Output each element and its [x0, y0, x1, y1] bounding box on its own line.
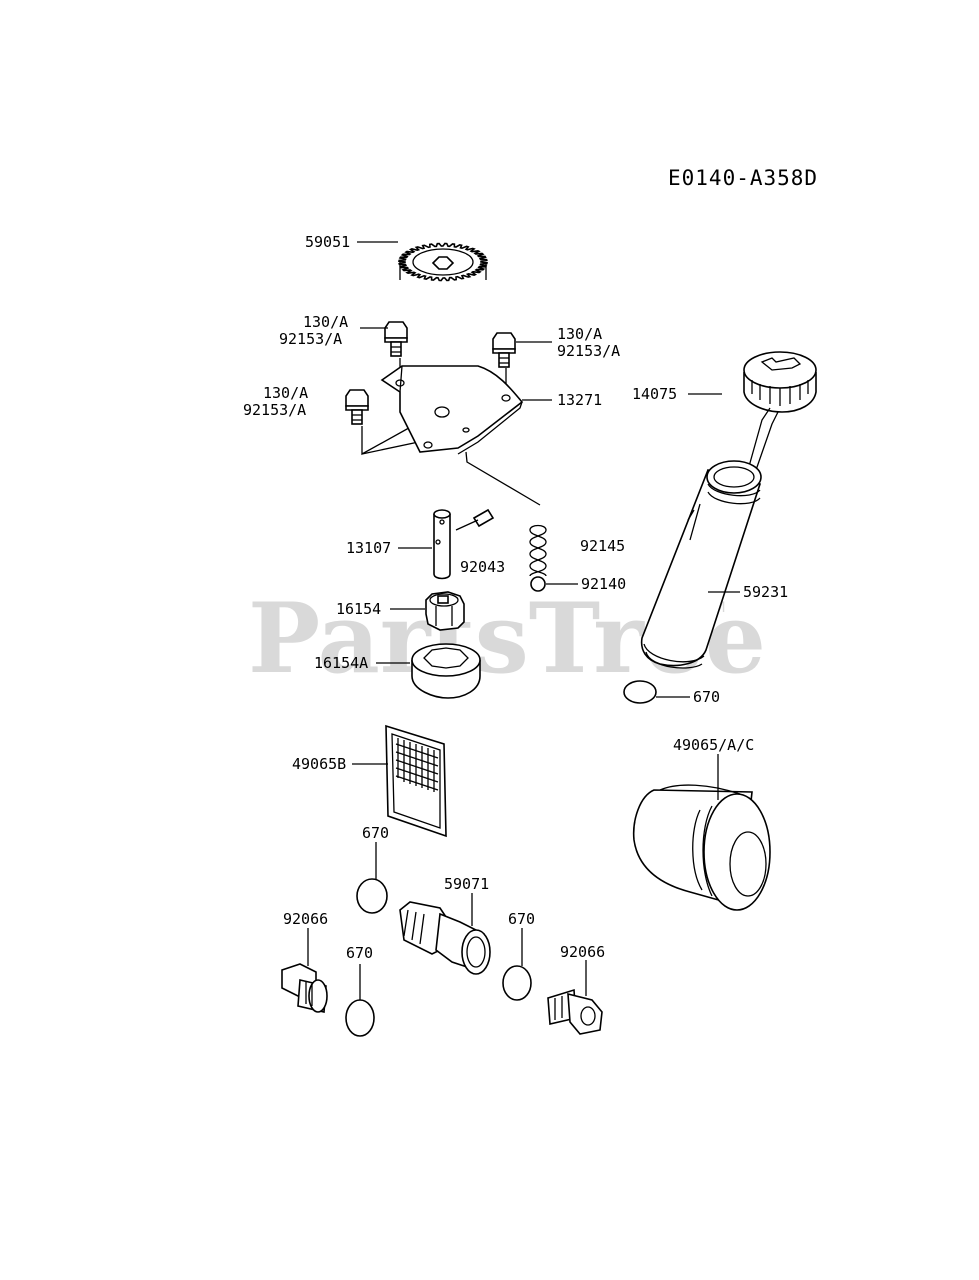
label-92153a-lower[interactable]: 92153/A: [243, 401, 306, 419]
shaft-13107-part[interactable]: [433, 509, 451, 580]
bolt-130a-right-part[interactable]: [492, 332, 516, 368]
rotor-16154-part[interactable]: [425, 591, 465, 631]
oring-670-upper-part[interactable]: [356, 878, 388, 914]
label-49065b[interactable]: 49065B: [292, 755, 346, 773]
label-92153a-left[interactable]: 92153/A: [279, 330, 342, 348]
oring-670-lower-left-part[interactable]: [345, 999, 375, 1037]
label-130a-left[interactable]: 130/A: [303, 313, 348, 331]
oil-filter-49065ac-part[interactable]: [632, 784, 771, 911]
label-59051[interactable]: 59051: [305, 233, 350, 251]
label-16154a[interactable]: 16154A: [314, 654, 368, 672]
label-92066-left[interactable]: 92066: [283, 910, 328, 928]
label-49065ac[interactable]: 49065/A/C: [673, 736, 754, 754]
oring-670-dipstick-part[interactable]: [623, 680, 657, 704]
bolt-130a-lower-part[interactable]: [345, 389, 369, 425]
plate-13271-part[interactable]: [380, 365, 524, 455]
label-92140[interactable]: 92140: [581, 575, 626, 593]
oring-670-right-part[interactable]: [502, 965, 532, 1001]
pin-92043-part[interactable]: [472, 508, 495, 528]
label-14075[interactable]: 14075: [632, 385, 677, 403]
filler-tube-59231-part[interactable]: [640, 460, 762, 669]
label-92066-right[interactable]: 92066: [560, 943, 605, 961]
fitting-59071-part[interactable]: [399, 901, 491, 975]
label-13271[interactable]: 13271: [557, 391, 602, 409]
label-92145[interactable]: 92145: [580, 537, 625, 555]
label-130a-lower[interactable]: 130/A: [263, 384, 308, 402]
label-16154[interactable]: 16154: [336, 600, 381, 618]
label-59071[interactable]: 59071: [444, 875, 489, 893]
label-130a-right[interactable]: 130/A: [557, 325, 602, 343]
ball-92140-part[interactable]: [530, 576, 546, 592]
label-670-dipstick[interactable]: 670: [693, 688, 720, 706]
oil-cap-14075-part[interactable]: [737, 351, 817, 487]
rotor-16154a-part[interactable]: [411, 643, 481, 699]
oil-screen-49065b-part[interactable]: [385, 724, 447, 838]
label-13107[interactable]: 13107: [346, 539, 391, 557]
drain-plug-92066-left-part[interactable]: [281, 963, 328, 1013]
label-92153a-right[interactable]: 92153/A: [557, 342, 620, 360]
label-670-right[interactable]: 670: [508, 910, 535, 928]
label-670-upper[interactable]: 670: [362, 824, 389, 842]
gear-59051-part[interactable]: [398, 242, 488, 282]
leader-92043: [455, 519, 479, 531]
label-59231[interactable]: 59231: [743, 583, 788, 601]
label-92043[interactable]: 92043: [460, 558, 505, 576]
label-670-lower-left[interactable]: 670: [346, 944, 373, 962]
spring-92145-part[interactable]: [529, 524, 547, 577]
drain-plug-92066-right-part[interactable]: [547, 988, 603, 1035]
diagram-code: E0140-A358D: [668, 166, 818, 190]
bolt-130a-left-part[interactable]: [384, 321, 408, 357]
leader-plate-to-spring: [465, 451, 541, 506]
